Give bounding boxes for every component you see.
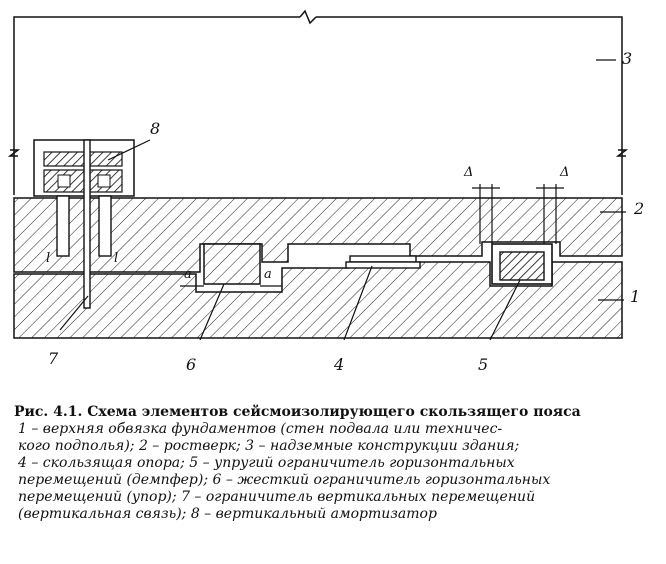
caption-legend: 1 – верхняя обвязка фундаментов (стен по… <box>14 421 654 523</box>
label-8: 8 <box>150 119 160 138</box>
label-3: 3 <box>622 49 632 68</box>
label-delta-right: Δ <box>559 165 569 180</box>
vertical-tie <box>56 139 112 309</box>
label-5: 5 <box>478 355 488 374</box>
leader-lines <box>59 59 626 341</box>
rigid-stop <box>203 243 261 285</box>
label-delta-left: Δ <box>463 165 473 180</box>
elastic-damper <box>491 243 553 285</box>
grillage-layer <box>13 197 623 273</box>
legend-line: перемещений (упор); 7 – ограничитель вер… <box>18 489 536 505</box>
gap-markers <box>180 184 564 287</box>
label-4: 4 <box>333 355 344 374</box>
label-1: 1 <box>630 287 640 306</box>
label-2: 2 <box>633 199 644 218</box>
caption-title: Рис. 4.1. Схема элементов сейсмоизолирую… <box>14 404 581 420</box>
superstructure-outline <box>7 9 629 195</box>
label-l-left: l <box>46 251 50 266</box>
sliding-bearing <box>345 255 421 269</box>
seismic-isolation-diagram: 3 2 1 8 7 6 4 5 a a Δ Δ l l <box>7 9 644 374</box>
legend-line: 1 – верхняя обвязка фундаментов (стен по… <box>18 421 503 437</box>
figure-caption: Рис. 4.1. Схема элементов сейсмоизолирую… <box>14 404 654 523</box>
legend-line: перемещений (демпфер); 6 – жесткий огран… <box>18 472 551 488</box>
legend-line: (вертикальная связь); 8 – вертикальный а… <box>18 506 437 522</box>
label-l-right: l <box>114 251 118 266</box>
label-7: 7 <box>48 349 59 368</box>
legend-line: 4 – скользящая опора; 5 – упругий ограни… <box>18 455 515 471</box>
legend-line: кого подполья); 2 – ростверк; 3 – надзем… <box>18 438 520 454</box>
label-a-right: a <box>264 267 272 282</box>
label-a-left: a <box>184 267 192 282</box>
label-6: 6 <box>186 355 196 374</box>
